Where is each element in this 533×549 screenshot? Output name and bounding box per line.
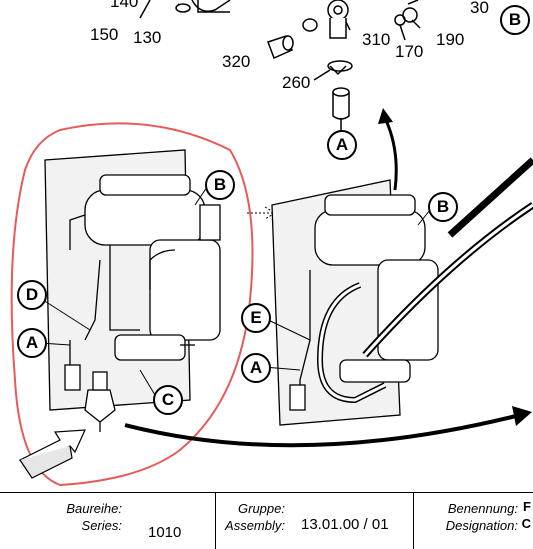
callout-b-left: B bbox=[205, 170, 235, 200]
designation-value-1: F bbox=[523, 499, 531, 514]
callout-b-top: B bbox=[500, 5, 530, 35]
part-number-150: 150 bbox=[90, 25, 119, 44]
designation-cell: Benennung: Designation: F C bbox=[414, 493, 533, 549]
callout-b-right: B bbox=[428, 192, 458, 222]
part-number-260: 260 bbox=[282, 73, 311, 92]
left-assembly bbox=[44, 149, 221, 432]
callout-e-right: E bbox=[241, 303, 271, 333]
exploded-parts-drawing: 140 150 130 30 320 310 170 190 260 B A B… bbox=[10, 0, 533, 487]
group-label-de: Gruppe: bbox=[238, 501, 285, 516]
series-label-en: Series: bbox=[81, 518, 122, 533]
group-cell: Gruppe: Assembly: 13.01.00 / 01 bbox=[216, 493, 413, 549]
callout-a-left: A bbox=[17, 328, 47, 358]
technical-illustration bbox=[10, 0, 533, 487]
group-value: 13.01.00 / 01 bbox=[301, 516, 389, 533]
right-assembly bbox=[271, 179, 439, 426]
part-number-30: 30 bbox=[470, 0, 489, 17]
series-value: 1010 bbox=[148, 524, 182, 541]
transition-arrow bbox=[247, 206, 276, 220]
series-cell: Baureihe: Series: 1010 bbox=[0, 493, 215, 549]
group-label-en: Assembly: bbox=[225, 518, 285, 533]
part-number-130: 130 bbox=[133, 28, 162, 47]
arrow-up bbox=[383, 117, 398, 191]
part-number-170: 170 bbox=[395, 42, 424, 61]
callout-a-top: A bbox=[327, 130, 357, 160]
designation-label-en: Designation: bbox=[445, 518, 518, 533]
callout-d-left: D bbox=[17, 280, 47, 310]
designation-value-2: C bbox=[521, 516, 531, 531]
series-label-de: Baureihe: bbox=[66, 501, 122, 516]
top-parts-group bbox=[139, 0, 421, 132]
highlight-outline bbox=[10, 122, 254, 487]
diagonal-line-1 bbox=[447, 157, 533, 238]
designation-label-de: Benennung: bbox=[447, 501, 518, 516]
hint-arrow bbox=[18, 429, 86, 479]
part-number-310: 310 bbox=[362, 30, 391, 49]
callout-a-right: A bbox=[241, 353, 271, 383]
part-number-140: 140 bbox=[110, 0, 139, 11]
arrow-bottom bbox=[124, 413, 521, 448]
title-block: Baureihe: Series: 1010 Gruppe: Assembly:… bbox=[0, 492, 533, 549]
part-number-320: 320 bbox=[222, 52, 251, 71]
part-number-190: 190 bbox=[436, 30, 465, 49]
callout-c-left: C bbox=[153, 385, 183, 415]
